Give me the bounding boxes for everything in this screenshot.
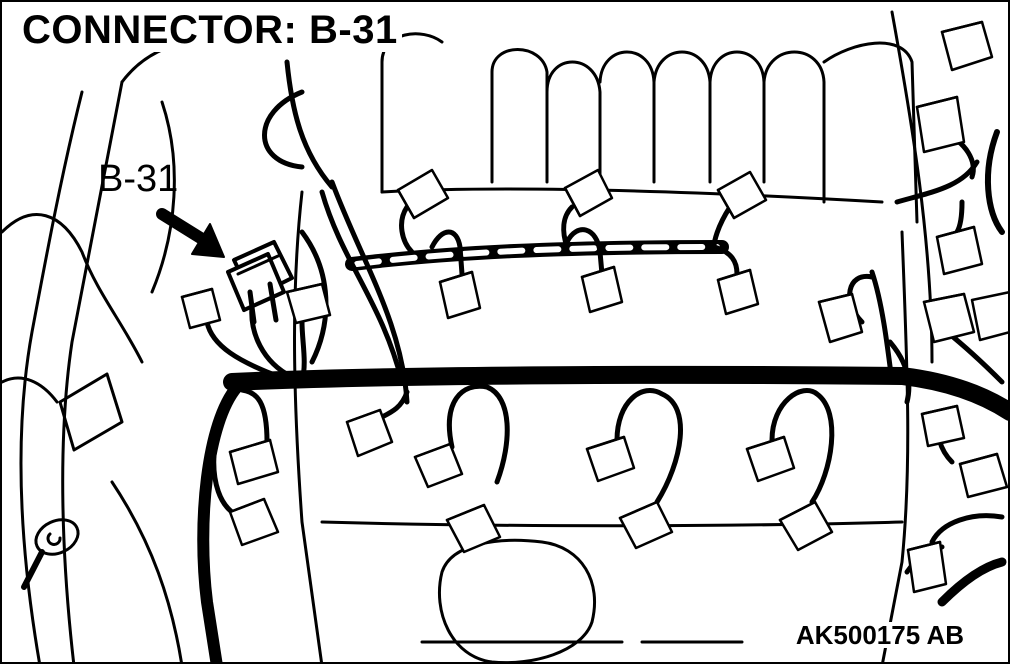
connector-icon	[716, 268, 760, 316]
connector-icon	[180, 287, 222, 330]
connector-icon	[745, 435, 796, 483]
connector-icon	[345, 408, 394, 458]
figure-code: AK500175 AB	[791, 622, 968, 648]
connector-icon	[438, 270, 482, 320]
connector-icon	[413, 442, 464, 489]
connector-icon	[778, 500, 834, 552]
connector-icon	[906, 540, 948, 594]
pointer-arrow-icon	[156, 208, 225, 258]
connector-icon	[228, 497, 280, 547]
connector-icon	[285, 282, 332, 325]
connector-icon	[585, 435, 636, 483]
connector-icon	[920, 404, 966, 448]
connector-icon	[915, 95, 966, 154]
ground-terminal-icon	[21, 518, 80, 590]
connector-icon	[958, 452, 1008, 499]
main-wiring-harness	[197, 240, 1008, 662]
connector-icon	[970, 291, 1008, 342]
connector-icon	[618, 500, 674, 550]
connector-callout-label: B-31	[98, 158, 179, 200]
connector-icon	[940, 20, 994, 72]
connector-icon	[580, 265, 624, 314]
engine-connectors	[180, 20, 1008, 594]
connector-icon	[935, 225, 984, 276]
branch-wires	[204, 59, 1007, 607]
connector-icon	[396, 168, 450, 220]
connector-icon	[445, 503, 502, 554]
diagram-title: CONNECTOR: B-31	[18, 8, 402, 52]
connector-icon	[563, 168, 614, 218]
connector-icon	[716, 170, 768, 220]
connector-icon	[228, 438, 280, 486]
b31-connector	[226, 240, 294, 325]
left-body-outline	[2, 38, 254, 662]
connector-icon	[922, 292, 976, 344]
connector-icon	[817, 292, 864, 344]
